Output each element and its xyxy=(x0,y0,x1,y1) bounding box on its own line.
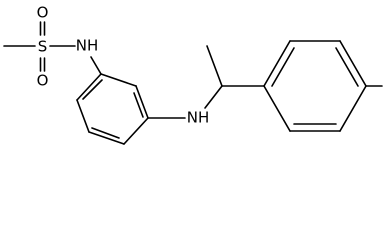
tolyl-ring xyxy=(263,40,383,132)
ring-bond-lower-left-upper-left xyxy=(76,99,90,133)
amine-linker: NH xyxy=(147,85,223,127)
ring-double-bond-bottom xyxy=(91,127,120,139)
bond-chiral-carbon-methyl xyxy=(206,45,223,87)
chemical-structure: S O O NH NH xyxy=(3,4,383,145)
ring-bond-bottom-lower-left xyxy=(88,131,125,145)
ring-double-bond-right xyxy=(133,92,144,118)
tolyl-bond-lower-right-right xyxy=(339,85,367,132)
tolyl-bond-right-upper-right xyxy=(339,40,367,87)
ring-double-bond-top-left xyxy=(82,79,103,100)
tolyl-double-bond-upper-left xyxy=(271,47,295,87)
oxygen-bottom-atom-label: O xyxy=(37,72,49,90)
bond-amine-chiral-carbon xyxy=(204,85,223,109)
ring-bond-lower-right-bottom xyxy=(123,117,149,145)
tolyl-double-bond-upper-right xyxy=(335,47,359,87)
methanesulfonyl-group: S O O NH xyxy=(3,4,99,90)
ring-bond-top-upper-right xyxy=(100,73,137,87)
ring-bond-upper-left-top xyxy=(76,73,102,101)
oxygen-top-atom-label: O xyxy=(37,4,49,22)
sulfonamide-nitrogen-label: NH xyxy=(76,37,99,55)
central-benzene-ring xyxy=(76,56,149,145)
amine-nitrogen-label: NH xyxy=(187,109,210,127)
ethyl-branch xyxy=(206,45,265,87)
tolyl-bond-upper-left-left xyxy=(263,40,291,87)
sulfur-atom-label: S xyxy=(38,38,48,56)
tolyl-bond-left-lower-left xyxy=(263,85,291,132)
ring-bond-upper-right-lower-right xyxy=(135,85,149,119)
bond-nitrogen-ring xyxy=(90,56,102,75)
